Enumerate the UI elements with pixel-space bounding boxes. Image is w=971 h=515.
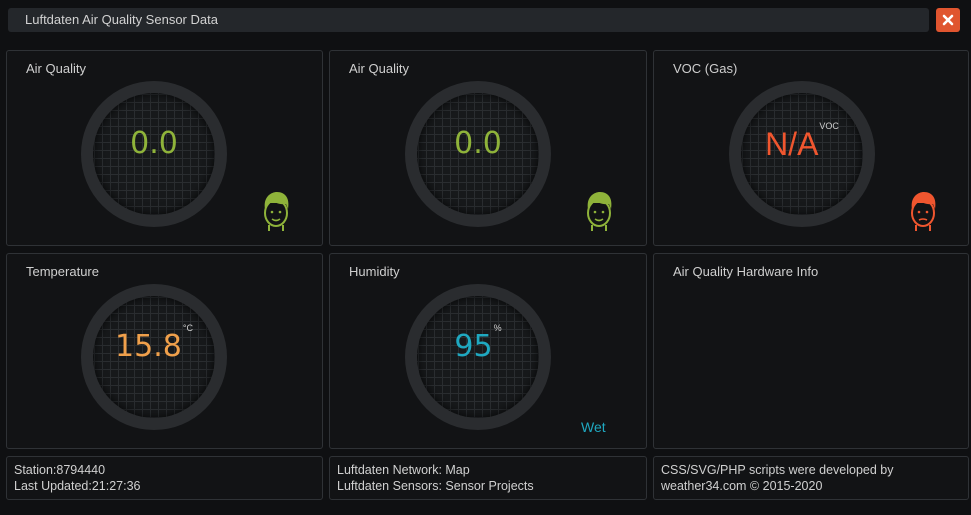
credits-line-1: CSS/SVG/PHP scripts were developed by — [661, 463, 894, 477]
sensors-link[interactable]: Luftdaten Sensors: Sensor Projects — [337, 479, 534, 493]
happy-face-icon — [587, 192, 612, 231]
hardware-info-panel: Air Quality Hardware Info — [653, 253, 969, 449]
voc-gauge: N/AVOC — [729, 81, 875, 227]
humidity-panel: Humidity 95% Wet — [329, 253, 647, 449]
network-link[interactable]: Luftdaten Network: Map — [337, 463, 470, 477]
happy-face-icon — [264, 192, 289, 231]
panel-title: Air Quality — [349, 61, 409, 76]
voc-unit: VOC — [819, 121, 839, 132]
station-id: Station:8794440 — [14, 463, 106, 477]
credits-line-2[interactable]: weather34.com © 2015-2020 — [661, 479, 823, 493]
temperature-panel: Temperature 15.8°C — [6, 253, 323, 449]
humidity-unit: % — [493, 323, 502, 333]
voc-panel: VOC (Gas) N/AVOC — [653, 50, 969, 246]
close-icon — [942, 14, 954, 26]
humidity-gauge: 95% — [405, 284, 551, 430]
temperature-unit: °C — [182, 323, 193, 333]
air-quality-panel-1: Air Quality 0.0 — [6, 50, 323, 246]
panel-title: Temperature — [26, 264, 99, 279]
panel-title: Air Quality — [26, 61, 86, 76]
air-quality-panel-2: Air Quality 0.0 — [329, 50, 647, 246]
station-info: Station:8794440 Last Updated:21:27:36 — [6, 456, 323, 500]
voc-value: N/AVOC — [765, 121, 839, 162]
face-icon — [911, 192, 936, 231]
temperature-gauge: 15.8°C — [81, 284, 227, 430]
panel-title: Humidity — [349, 264, 400, 279]
panel-title: Air Quality Hardware Info — [673, 264, 819, 279]
last-updated: Last Updated:21:27:36 — [14, 479, 141, 493]
panel-title: VOC (Gas) — [673, 61, 738, 76]
close-button[interactable] — [936, 8, 960, 32]
air-quality-gauge: 0.0 — [405, 81, 551, 227]
luftdaten-links: Luftdaten Network: Map Luftdaten Sensors… — [329, 456, 647, 500]
title-bar: Luftdaten Air Quality Sensor Data — [8, 8, 929, 32]
air-quality-value: 0.0 — [130, 126, 178, 161]
window-title: Luftdaten Air Quality Sensor Data — [25, 12, 218, 27]
air-quality-gauge: 0.0 — [81, 81, 227, 227]
credits: CSS/SVG/PHP scripts were developed by we… — [653, 456, 969, 500]
humidity-value: 95% — [454, 323, 502, 364]
humidity-status: Wet — [581, 419, 606, 435]
air-quality-value: 0.0 — [454, 126, 502, 161]
temperature-value: 15.8°C — [115, 323, 193, 364]
